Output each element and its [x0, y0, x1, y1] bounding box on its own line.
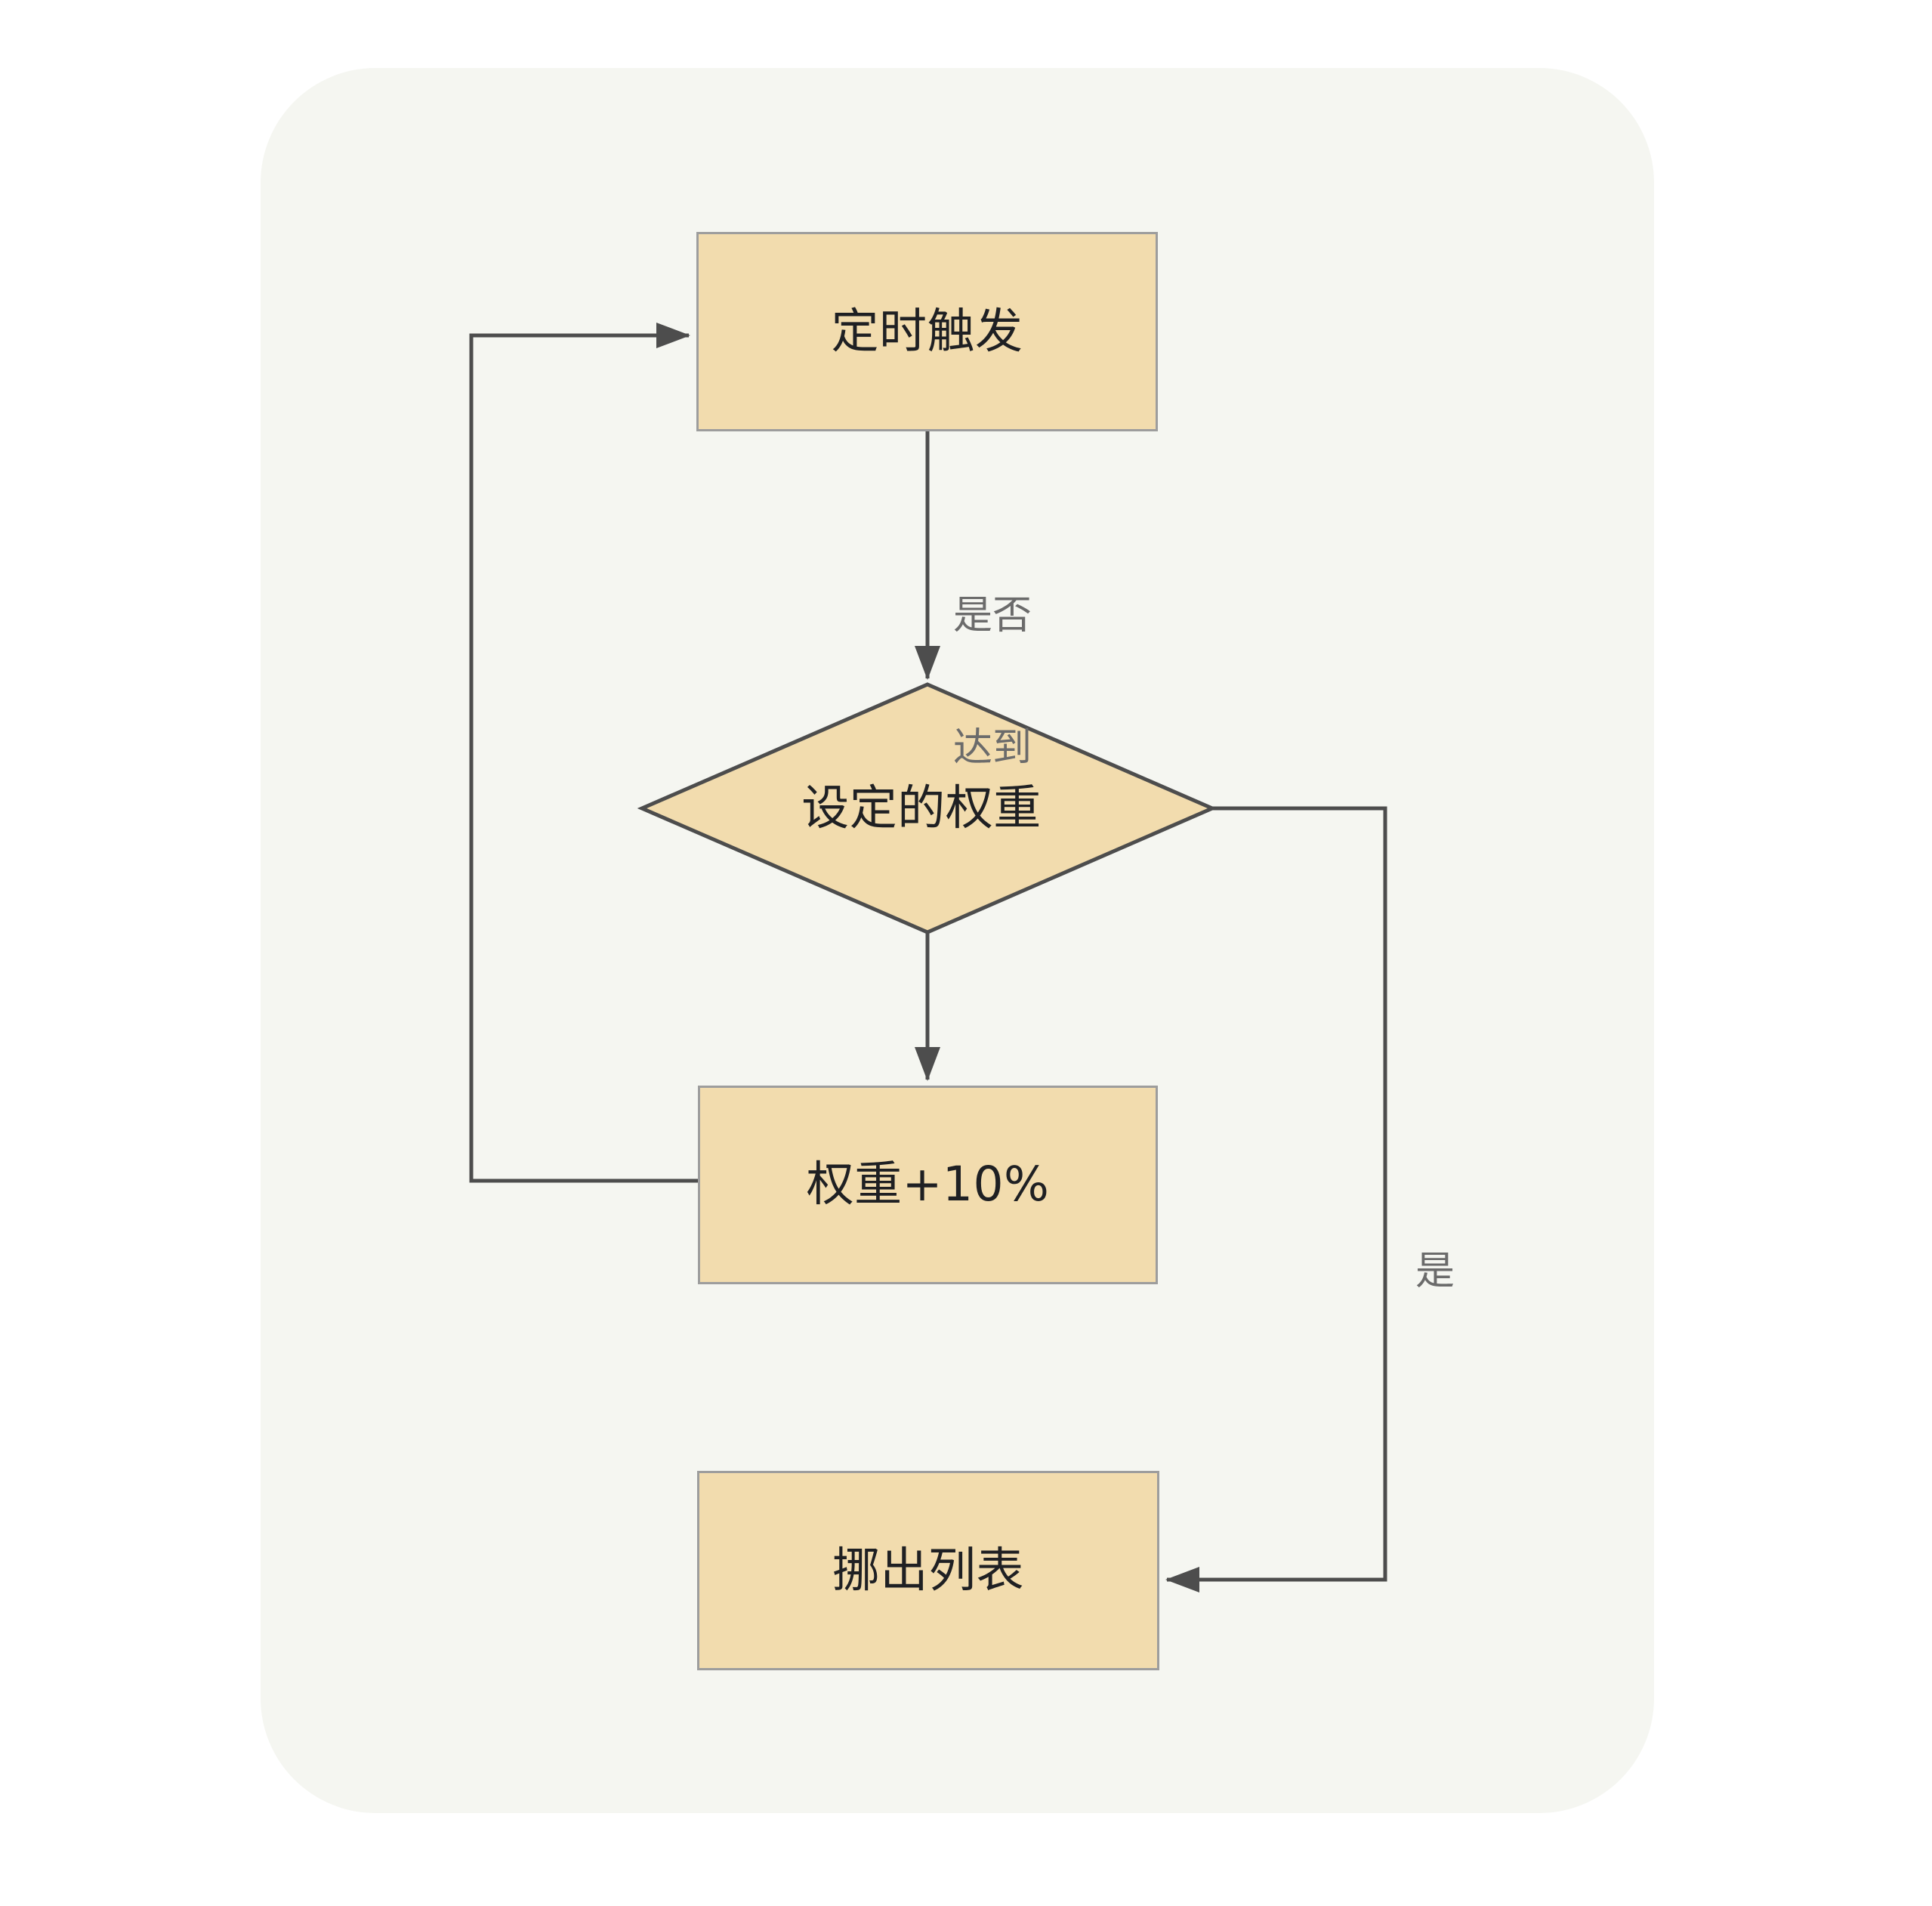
- edge-decision-to-remove: [1165, 806, 1387, 1592]
- edge-label-yes: 是: [1415, 1249, 1455, 1295]
- edge-label-line-1: 是否: [953, 593, 1032, 639]
- edge-label-line-2: 达到: [953, 725, 1032, 771]
- edge-label-trigger-to-decision: 是否 达到: [953, 506, 1119, 858]
- node-increase[interactable]: [698, 1086, 1158, 1284]
- edge-label-decision-to-remove: 是: [1415, 1162, 1521, 1382]
- edge-increase-to-trigger: [469, 323, 698, 1183]
- node-decision-shape[interactable]: [637, 682, 1218, 934]
- node-trigger[interactable]: [696, 232, 1158, 431]
- node-remove[interactable]: [697, 1471, 1159, 1670]
